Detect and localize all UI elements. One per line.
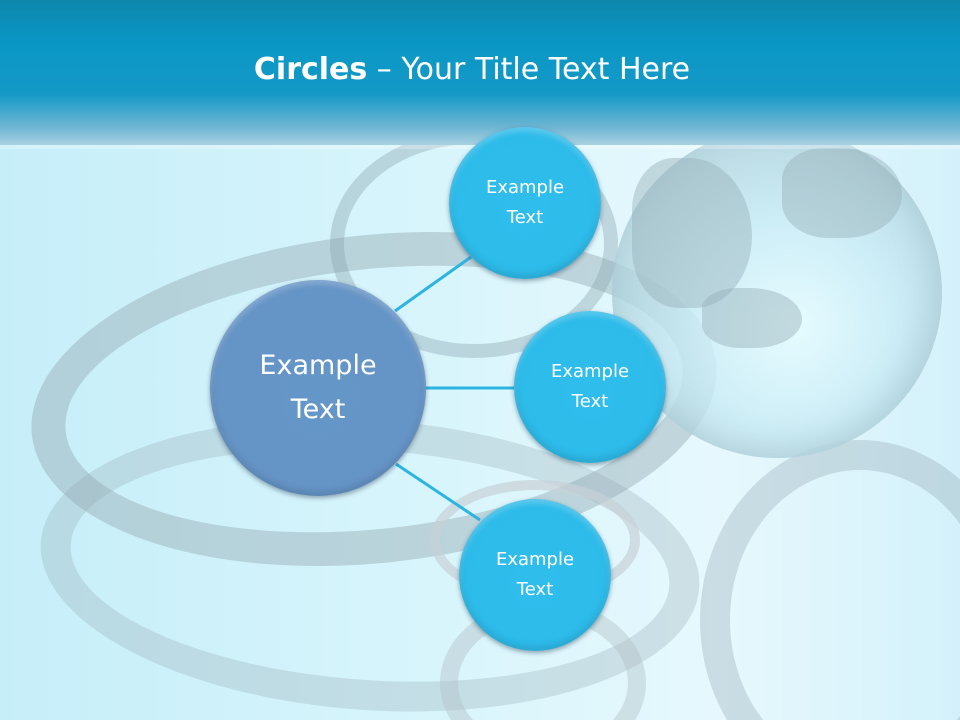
node-top-line2: Text [506,207,544,228]
node-bottom-line2: Text [516,579,554,600]
slide-title-bold: Circles [253,52,368,87]
connector-top [394,255,472,313]
node-circle-right[interactable]: Example Text [514,311,666,463]
title-bar [0,0,960,145]
slide-title[interactable]: Circles – Your Title Text Here [0,52,944,87]
node-top-line1: Example [485,177,565,198]
node-bottom-line1: Example [495,549,575,570]
node-right-line1: Example [550,361,630,382]
center-circle-line2: Text [290,394,346,425]
center-circle-line1: Example [259,350,377,381]
connector-bottom [395,462,481,522]
slide-title-rest: – Your Title Text Here [367,52,691,87]
center-circle[interactable]: Example Text [210,280,426,496]
node-circle-top[interactable]: Example Text [449,127,601,279]
node-circle-bottom[interactable]: Example Text [459,499,611,651]
node-right-line2: Text [571,391,609,412]
